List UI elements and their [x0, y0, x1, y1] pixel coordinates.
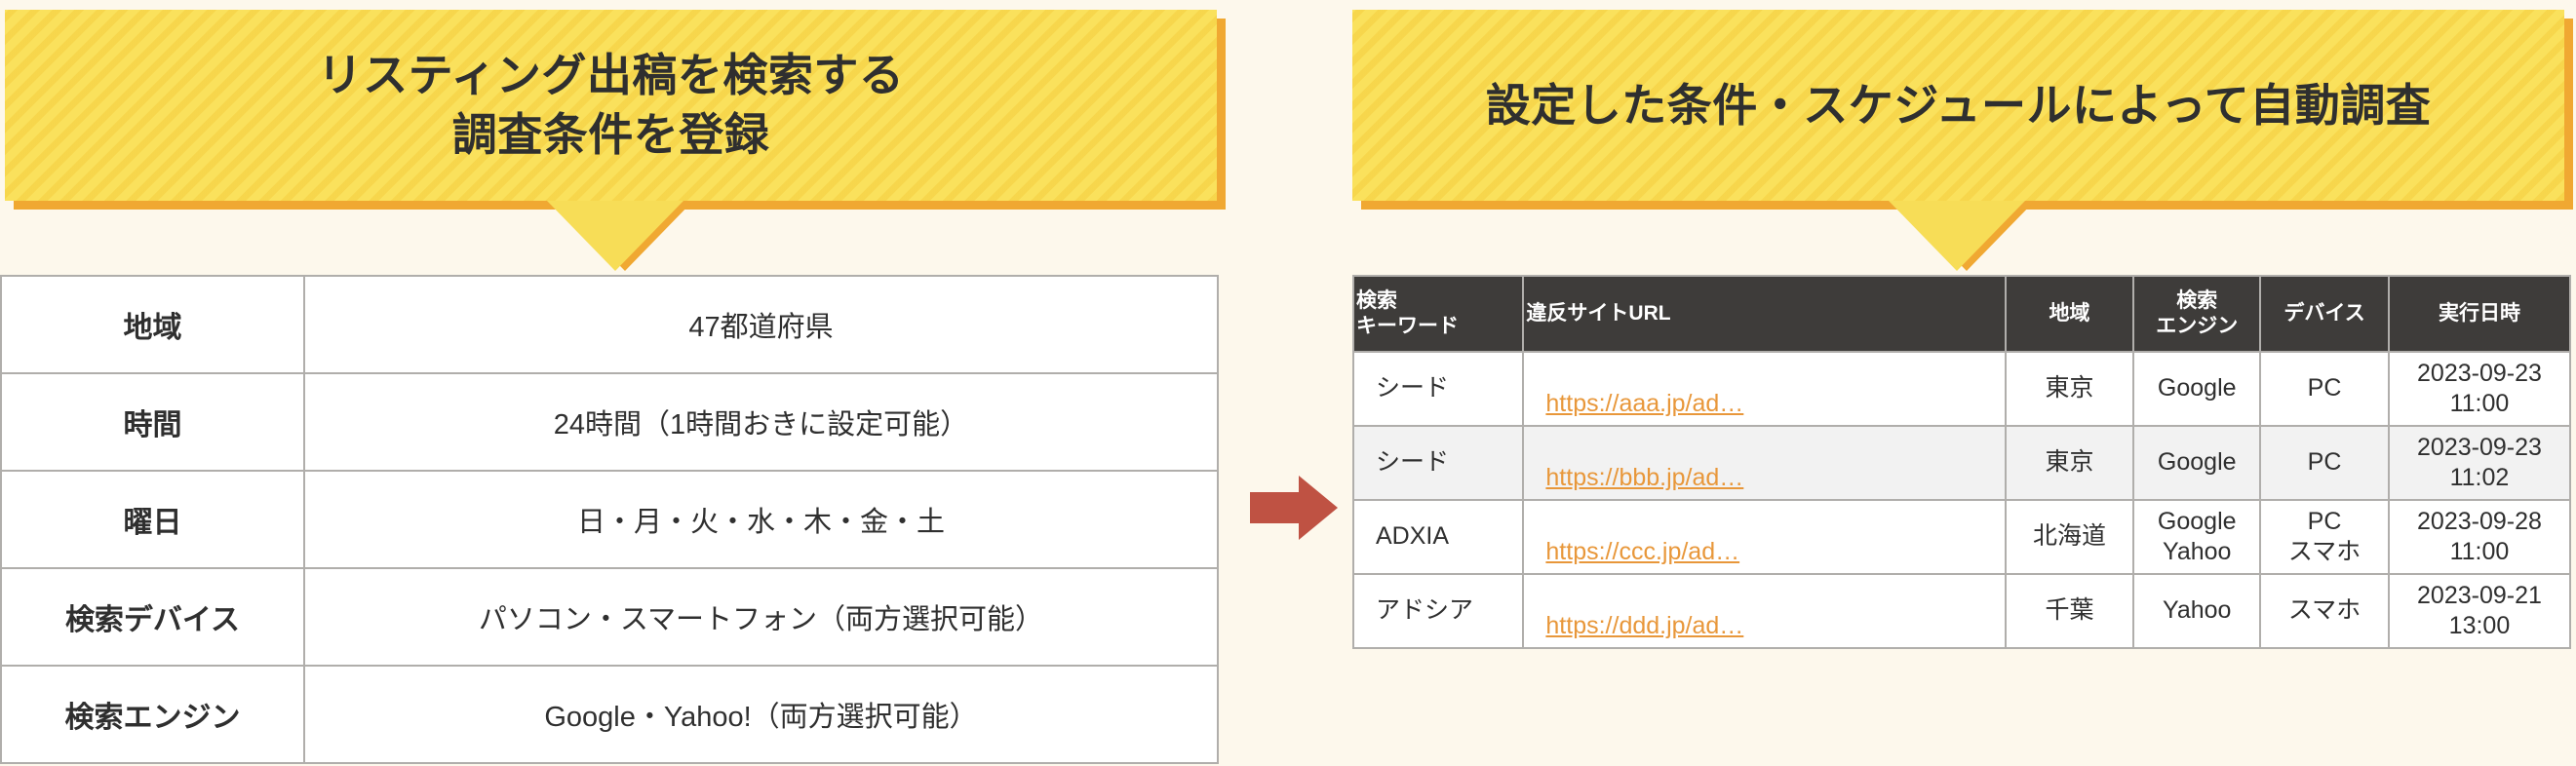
table-row: 曜日 日・月・火・水・木・金・土 [0, 470, 1219, 569]
spec-label-device: 検索デバイス [0, 567, 305, 667]
table-row: シード https://bbb.jp/ad… 東京 Google PC 2023… [1351, 425, 2572, 501]
table-row: 検索デバイス パソコン・スマートフォン（両方選択可能） [0, 567, 1219, 667]
left-banner-tail [547, 201, 683, 271]
cell-area: 千葉 [2004, 573, 2135, 649]
spec-label-weekday: 曜日 [0, 470, 305, 569]
spec-label-area: 地域 [0, 275, 305, 374]
cell-url: https://ccc.jp/ad… [1522, 499, 2007, 575]
column-header-url[interactable]: 違反サイトURL [1522, 275, 2007, 353]
column-header-device[interactable]: デバイス [2259, 275, 2390, 353]
cell-device: PC [2259, 425, 2390, 501]
search-condition-table: 地域 47都道府県 時間 24時間（1時間おきに設定可能） 曜日 日・月・火・水… [0, 275, 1219, 764]
table-row: 地域 47都道府県 [0, 275, 1219, 374]
right-banner-wrapper: 設定した条件・スケジュールによって自動調査 [1352, 10, 2564, 271]
spec-value-time: 24時間（1時間おきに設定可能） [303, 372, 1219, 472]
left-banner-title: リスティング出稿を検索する 調査条件を登録 [317, 50, 905, 160]
column-header-keyword[interactable]: 検索 キーワード [1351, 275, 1525, 353]
cell-device: スマホ [2259, 573, 2390, 649]
column-header-datetime[interactable]: 実行日時 [2387, 275, 2572, 353]
table-header-row: 検索 キーワード 違反サイトURL 地域 検索 エンジン デバイス 実行日時 [1351, 275, 2572, 353]
cell-device: PC スマホ [2259, 499, 2390, 575]
cell-datetime: 2023-09-21 13:00 [2387, 573, 2572, 649]
cell-url: https://ddd.jp/ad… [1522, 573, 2007, 649]
table-row: 検索エンジン Google・Yahoo!（両方選択可能） [0, 665, 1219, 764]
violation-result-table-body: シード https://aaa.jp/ad… 東京 Google PC 2023… [1351, 351, 2572, 649]
column-header-engine[interactable]: 検索 エンジン [2132, 275, 2262, 353]
right-banner: 設定した条件・スケジュールによって自動調査 [1352, 10, 2564, 201]
cell-area: 東京 [2004, 351, 2135, 427]
arrow-right-icon-head [1299, 476, 1338, 540]
spec-value-device: パソコン・スマートフォン（両方選択可能） [303, 567, 1219, 667]
search-condition-table-body: 地域 47都道府県 時間 24時間（1時間おきに設定可能） 曜日 日・月・火・水… [0, 275, 1219, 764]
cell-area: 東京 [2004, 425, 2135, 501]
cell-keyword: ADXIA [1351, 499, 1525, 575]
violation-url-link[interactable]: https://aaa.jp/ad… [1545, 390, 1744, 417]
violation-result-table: 検索 キーワード 違反サイトURL 地域 検索 エンジン デバイス 実行日時 シ… [1351, 275, 2572, 649]
cell-datetime: 2023-09-23 11:02 [2387, 425, 2572, 501]
cell-url: https://bbb.jp/ad… [1522, 425, 2007, 501]
right-banner-title: 設定した条件・スケジュールによって自動調査 [1485, 79, 2432, 131]
spec-value-engine: Google・Yahoo!（両方選択可能） [303, 665, 1219, 764]
cell-engine: Google [2132, 351, 2262, 427]
cell-engine: Yahoo [2132, 573, 2262, 649]
cell-url: https://aaa.jp/ad… [1522, 351, 2007, 427]
cell-keyword: シード [1351, 351, 1525, 427]
table-row: 時間 24時間（1時間おきに設定可能） [0, 372, 1219, 472]
left-banner: リスティング出稿を検索する 調査条件を登録 [5, 10, 1217, 201]
spec-value-weekday: 日・月・火・水・木・金・土 [303, 470, 1219, 569]
left-banner-wrapper: リスティング出稿を検索する 調査条件を登録 [5, 10, 1217, 271]
table-row: シード https://aaa.jp/ad… 東京 Google PC 2023… [1351, 351, 2572, 427]
spec-label-time: 時間 [0, 372, 305, 472]
table-row: ADXIA https://ccc.jp/ad… 北海道 Google Yaho… [1351, 499, 2572, 575]
spec-label-engine: 検索エンジン [0, 665, 305, 764]
violation-result-table-head: 検索 キーワード 違反サイトURL 地域 検索 エンジン デバイス 実行日時 [1351, 275, 2572, 353]
arrow-right-icon-body [1250, 492, 1307, 523]
cell-area: 北海道 [2004, 499, 2135, 575]
cell-engine: Google [2132, 425, 2262, 501]
violation-url-link[interactable]: https://ddd.jp/ad… [1545, 612, 1744, 639]
right-banner-tail [1889, 201, 2025, 271]
cell-keyword: シード [1351, 425, 1525, 501]
cell-datetime: 2023-09-28 11:00 [2387, 499, 2572, 575]
cell-keyword: アドシア [1351, 573, 1525, 649]
column-header-area[interactable]: 地域 [2004, 275, 2135, 353]
cell-datetime: 2023-09-23 11:00 [2387, 351, 2572, 427]
violation-url-link[interactable]: https://ccc.jp/ad… [1545, 538, 1740, 565]
cell-device: PC [2259, 351, 2390, 427]
table-row: アドシア https://ddd.jp/ad… 千葉 Yahoo スマホ 202… [1351, 573, 2572, 649]
violation-url-link[interactable]: https://bbb.jp/ad… [1545, 464, 1744, 491]
spec-value-area: 47都道府県 [303, 275, 1219, 374]
cell-engine: Google Yahoo [2132, 499, 2262, 575]
